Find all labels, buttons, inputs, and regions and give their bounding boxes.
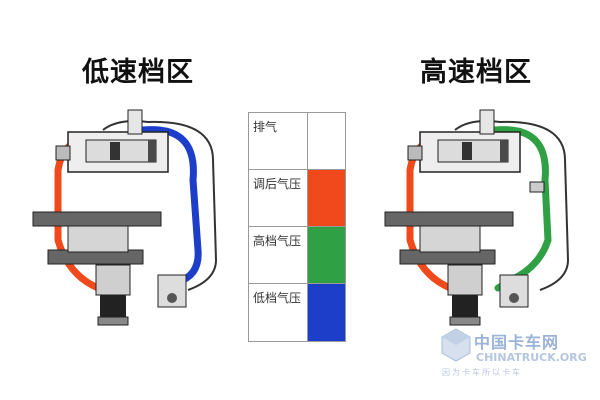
legend-label: 调后气压 <box>253 177 302 191</box>
high-pressure-line <box>491 126 552 292</box>
pressure-legend-table: 排气 调后气压 高档气压 低档气压 <box>248 112 346 342</box>
legend-row-high: 高档气压 <box>249 227 345 284</box>
legend-label: 高档气压 <box>253 234 302 248</box>
high-gear-mechanism-diagram <box>384 109 570 326</box>
low-pressure-line <box>139 126 202 286</box>
legend-swatch-regulated <box>307 170 345 226</box>
low-gear-zone-title: 低速档区 <box>82 57 194 88</box>
watermark-chinese: 中国卡车网 <box>474 333 560 352</box>
legend-swatch-exhaust <box>307 113 345 169</box>
cube-logo-icon <box>441 328 471 362</box>
low-gear-mechanism-diagram <box>32 109 218 326</box>
watermark-english: CHINATRUCK.ORG <box>476 351 587 364</box>
legend-row-low: 低档气压 <box>249 284 345 341</box>
legend-label: 低档气压 <box>253 291 302 305</box>
legend-row-exhaust: 排气 <box>249 113 345 170</box>
high-gear-zone-title: 高速档区 <box>420 57 532 88</box>
legend-swatch-high <box>307 227 345 283</box>
legend-label: 排气 <box>253 120 278 134</box>
legend-row-regulated: 调后气压 <box>249 170 345 227</box>
watermark-slogan: 因为卡车所以卡车 <box>442 368 522 377</box>
legend-swatch-low <box>307 284 345 341</box>
watermark: 中国卡车网 CHINATRUCK.ORG 因为卡车所以卡车 <box>440 325 590 385</box>
